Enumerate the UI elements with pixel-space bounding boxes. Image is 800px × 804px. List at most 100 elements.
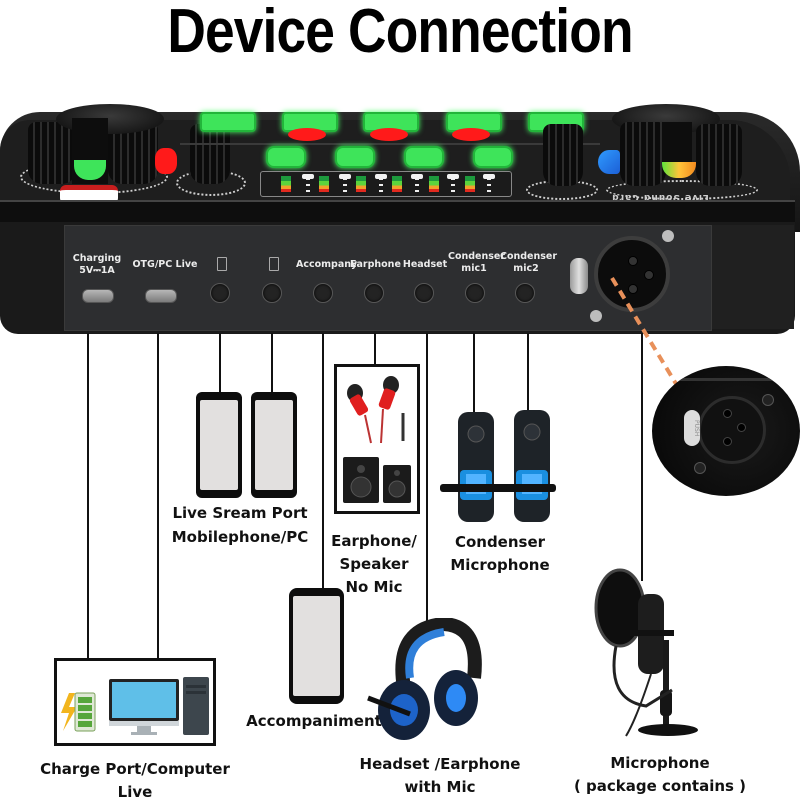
screw-icon [662, 230, 674, 242]
xlr-pin [737, 423, 746, 432]
caption-condenser-line1: Condenser [454, 533, 546, 551]
gaming-headset-image [367, 618, 482, 740]
blue-led [598, 150, 620, 174]
xlr-pin [644, 270, 654, 280]
level-meter-panel [260, 171, 512, 197]
cable-line-accompany [322, 333, 324, 589]
caption-charge-computer-line1: Charge Port/Computer [40, 760, 230, 778]
slider-handle[interactable] [411, 174, 423, 179]
computer-monitor-icon [109, 679, 179, 735]
cable-line-earphone [374, 333, 376, 365]
knob-dial-ring [606, 180, 758, 200]
red-led [452, 128, 490, 141]
phone-image [196, 392, 242, 498]
slider-track [451, 178, 455, 192]
cable-line-headset [426, 333, 428, 623]
panel-divider [180, 143, 600, 145]
screw-icon [694, 462, 706, 474]
slider-track [415, 178, 419, 192]
screw-icon [590, 310, 602, 322]
xlr-pin [723, 409, 732, 418]
device-lip [0, 200, 795, 224]
caption-accompaniment: Accompaniment [246, 712, 382, 730]
effect-button[interactable] [200, 112, 256, 132]
port-label-otg: OTG/PC Live [132, 259, 198, 270]
knob[interactable] [620, 122, 666, 186]
phone-image [289, 588, 344, 704]
slider-track [379, 178, 383, 192]
battery-charging-icon [61, 692, 96, 732]
slider-track [343, 178, 347, 192]
phone-screen [293, 596, 340, 696]
level-bar [465, 176, 475, 192]
level-bar [392, 176, 402, 192]
slider-track [306, 178, 310, 192]
slider-track [487, 178, 491, 192]
caption-headset-line1: Headset /Earphone [359, 755, 521, 773]
effect-button[interactable] [266, 146, 306, 168]
usb-c-port-otg[interactable] [145, 289, 177, 303]
power-button[interactable] [60, 185, 118, 204]
speaker-icon [343, 457, 411, 503]
knob[interactable] [696, 124, 742, 186]
slider-handle[interactable] [447, 174, 459, 179]
audio-jack-accompany[interactable] [313, 283, 333, 303]
port-label-headset: Headset [402, 259, 448, 270]
xlr-pin [628, 284, 638, 294]
cable-line-phone2 [271, 333, 273, 393]
effect-button[interactable] [404, 146, 444, 168]
cable-line-condenser-mic1 [473, 333, 475, 413]
phone-image [251, 392, 297, 498]
caption-live-stream-line1: Live Sream Port [172, 504, 308, 522]
slider-handle[interactable] [302, 174, 314, 179]
xlr-zoom-inset: PUSH [652, 366, 800, 496]
caption-condenser-line2: Microphone [450, 556, 550, 574]
slider-handle[interactable] [339, 174, 351, 179]
level-bar [281, 176, 291, 192]
xlr-pin [723, 437, 732, 446]
caption-earphone-line1: Earphone/ [331, 532, 417, 550]
cable-line-phone1 [219, 333, 221, 393]
audio-jack-phone2[interactable] [262, 283, 282, 303]
slider-handle[interactable] [483, 174, 495, 179]
knob[interactable] [543, 124, 583, 186]
audio-jack-earphone[interactable] [364, 283, 384, 303]
port-label-line: Charging [72, 253, 122, 264]
rainbow-led-ring [662, 162, 696, 178]
red-led [155, 148, 177, 174]
audio-jack-condenser-mic1[interactable] [465, 283, 485, 303]
level-bar [319, 176, 329, 192]
slider-handle[interactable] [375, 174, 387, 179]
condenser-microphone-image [440, 410, 556, 522]
level-bar [429, 176, 439, 192]
port-label-earphone: Earphone [350, 259, 401, 270]
port-label-charging: Charging [72, 253, 122, 265]
audio-jack-phone1[interactable] [210, 283, 230, 303]
effect-button[interactable] [335, 146, 375, 168]
cable-line-xlr [641, 333, 643, 581]
red-led [370, 128, 408, 141]
level-bar [356, 176, 366, 192]
cable-line-condenser-mic2 [527, 333, 529, 413]
effect-button[interactable] [473, 146, 513, 168]
knob[interactable] [28, 122, 76, 184]
device-side [712, 225, 794, 329]
audio-jack-condenser-mic2[interactable] [515, 283, 535, 303]
knob[interactable] [190, 124, 230, 184]
sound-card-device: Live Sound Card Charging 5V⎓1A OTG/PC Li… [0, 0, 800, 340]
studio-microphone-image [594, 568, 698, 737]
computer-tower-icon [183, 677, 209, 735]
usb-c-port-charging[interactable] [82, 289, 114, 303]
caption-microphone-line2: ( package contains ) [573, 777, 747, 795]
caption-earphone-line3: No Mic [345, 578, 403, 596]
xlr-push-latch[interactable] [570, 258, 588, 294]
audio-jack-headset[interactable] [414, 283, 434, 303]
xlr-pin [628, 256, 638, 266]
inset-panel-groove [672, 378, 782, 381]
cable-line-otg [157, 333, 159, 661]
red-led [288, 128, 326, 141]
charge-computer-box [54, 658, 216, 746]
caption-charge-computer-line2: Live [117, 783, 153, 801]
